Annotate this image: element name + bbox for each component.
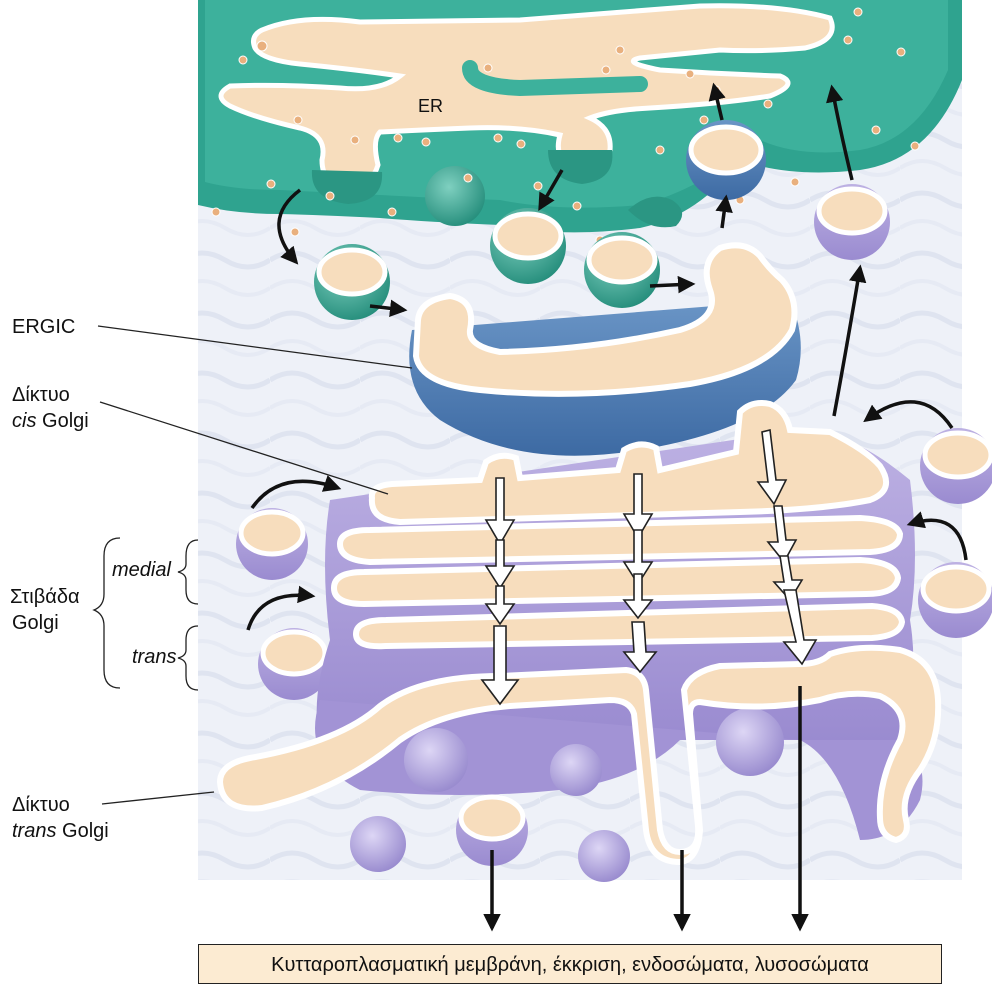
vesicle [236, 508, 308, 580]
golgi-vesicles [236, 184, 992, 882]
cis-golgi-label-line1: Δίκτυο [12, 384, 70, 406]
medial-label: medial [112, 559, 171, 581]
flow-arrows [246, 82, 968, 932]
vesicle [456, 794, 528, 866]
trans-golgi-label-line2: trans Golgi [12, 818, 109, 844]
arrow-column-middle [622, 473, 658, 674]
cis-golgi-label-line2: cis Golgi [12, 408, 89, 434]
ergic-label: ERGIC [12, 316, 76, 338]
golgi-stack-label-line2: Golgi [12, 612, 59, 634]
vesicle [918, 562, 992, 638]
vesicle [258, 628, 330, 700]
vesicle [814, 184, 890, 260]
arrow-column-right [756, 429, 818, 666]
ergic-compartment [409, 242, 801, 456]
golgi-stack [216, 400, 942, 866]
retrograde-vesicle [686, 120, 766, 200]
destination-box: Κυτταροπλασματική μεμβράνη, έκκριση, ενδ… [198, 944, 942, 984]
er-vesicles [314, 208, 660, 320]
trans-golgi-word: Golgi [62, 820, 109, 842]
leader-lines [97, 325, 413, 805]
vesicle [490, 208, 566, 284]
transport-arrows [480, 429, 818, 706]
vesicle [584, 232, 660, 308]
cis-prefix: cis [12, 410, 37, 432]
cis-golgi-word: Golgi [42, 410, 89, 432]
stack-braces [92, 537, 199, 691]
trans-prefix: trans [12, 820, 57, 842]
er-label: ER [418, 96, 443, 116]
trans-label: trans [132, 646, 177, 668]
arrow-column-left [480, 477, 520, 706]
endoplasmic-reticulum [198, 0, 962, 245]
vesicle [314, 244, 390, 320]
trans-golgi-label-line1: Δίκτυο [12, 794, 70, 816]
vesicle [920, 428, 992, 504]
golgi-stack-label-line1: Στιβάδα [10, 586, 80, 608]
